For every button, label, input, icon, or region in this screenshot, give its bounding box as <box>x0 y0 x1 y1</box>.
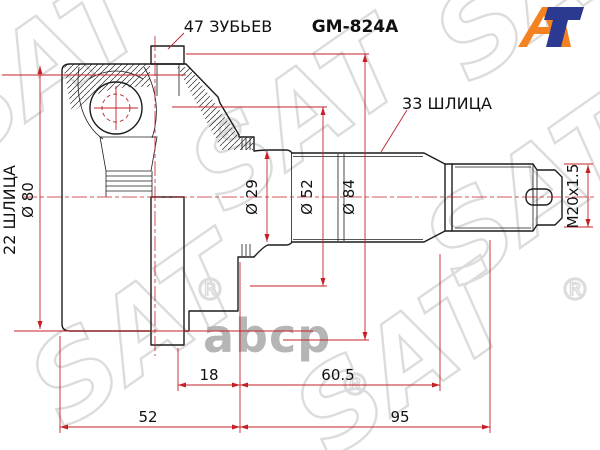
ball-center-circle <box>101 93 131 123</box>
leader-47-teeth <box>167 32 185 50</box>
inner-wall-arc <box>77 66 104 140</box>
race-arc <box>143 66 157 139</box>
arrow-icon <box>320 107 326 115</box>
arrow-icon <box>37 321 43 329</box>
label-outer-splines: 22 ШЛИЦА <box>0 165 19 255</box>
label-dia-52: Ø 52 <box>298 179 316 215</box>
bell-cone-hatch <box>177 67 253 150</box>
arrow-icon <box>432 382 440 388</box>
inner-race-hatch <box>99 136 158 172</box>
dim-text-60-5: 60.5 <box>321 366 354 384</box>
arrow-icon <box>37 66 43 74</box>
label-layer: 47 ЗУБЬЕВ GM-824A 33 ШЛИЦА 22 ШЛИЦА Ø 80… <box>0 17 582 426</box>
arrow-icon <box>264 234 270 242</box>
arrow-icon <box>240 382 248 388</box>
dim-text-18: 18 <box>199 366 218 384</box>
abcp-watermark: abcp <box>203 309 331 363</box>
arrow-icon <box>178 382 186 388</box>
arrow-icon <box>264 151 270 159</box>
arrow-icon <box>60 424 68 430</box>
cage-arc <box>88 70 144 80</box>
arrow-icon <box>362 332 368 340</box>
shaft-outline-top <box>253 149 563 198</box>
part-number: GM-824A <box>312 17 399 37</box>
bell-wall-hatch <box>64 64 150 113</box>
shaft-outline-bottom <box>253 196 563 258</box>
dimension-layer <box>2 32 594 433</box>
arrow-icon <box>585 165 591 173</box>
arrow-icon <box>585 219 591 227</box>
label-thread-spec: M20x1.5 <box>564 164 582 229</box>
label-dia-80: Ø 80 <box>19 182 37 218</box>
bell-cone-top <box>185 63 255 152</box>
dim-text-95: 95 <box>390 408 409 426</box>
arrow-icon <box>482 424 490 430</box>
label-teeth-count: 47 ЗУБЬЕВ <box>184 17 273 36</box>
label-dia-84: Ø 84 <box>340 179 358 215</box>
registered-mark-icon: ® <box>195 273 225 308</box>
registered-mark-icon: ® <box>560 273 590 308</box>
arrow-icon <box>232 424 240 430</box>
arrow-icon <box>240 424 248 430</box>
arrow-icon <box>232 382 240 388</box>
registered-mark-icon: ® <box>340 368 370 403</box>
logo-letter-t <box>544 7 584 47</box>
bell-outline-top-left <box>61 63 187 198</box>
sat-logo <box>518 7 584 47</box>
leader-33-splines <box>380 109 408 153</box>
label-dia-29: Ø 29 <box>243 179 261 215</box>
arrow-icon <box>362 54 368 62</box>
ball-bearing <box>89 81 143 135</box>
arrow-icon <box>320 278 326 286</box>
label-shaft-splines: 33 ШЛИЦА <box>402 94 492 113</box>
dim-text-52: 52 <box>138 408 157 426</box>
